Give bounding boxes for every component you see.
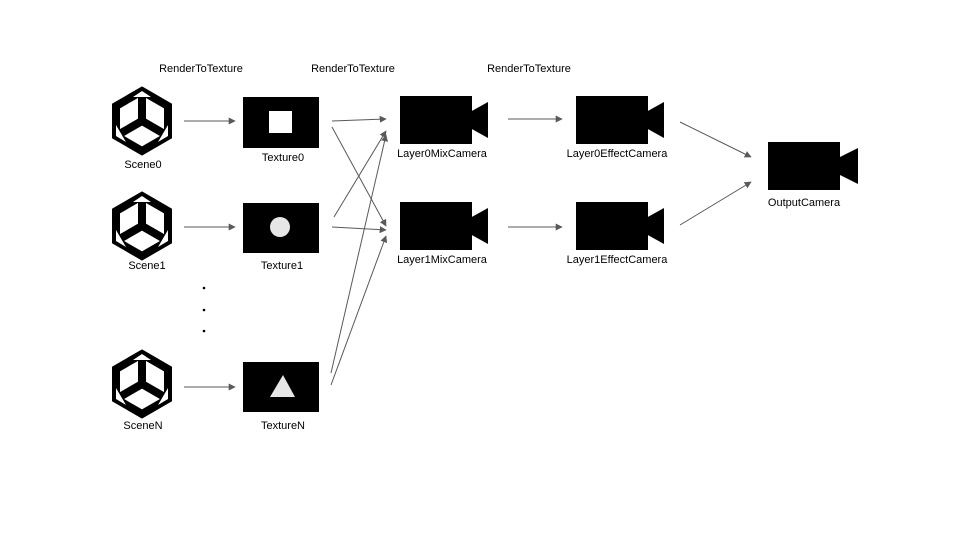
layer1mix-camera-label: Layer1MixCamera: [397, 254, 488, 266]
texturen-node: TextureN: [243, 362, 319, 432]
scene0-label: Scene0: [124, 159, 161, 171]
triangle-icon: [270, 375, 295, 397]
layer0effect-camera-node: Layer0EffectCamera: [567, 96, 669, 160]
output-camera-node: OutputCamera: [768, 142, 858, 209]
edges: [184, 115, 752, 391]
video-camera-icon: [576, 96, 664, 144]
layer0mix-camera-node: Layer0MixCamera: [397, 96, 488, 160]
scene1-node: Scene1: [116, 196, 168, 272]
arrow-texture0-to-layer0mix: [331, 115, 387, 123]
texture0-node: Texture0: [243, 97, 319, 164]
unity-logo-icon: [116, 196, 168, 256]
unity-logo-icon: [116, 91, 168, 151]
video-camera-icon: [400, 202, 488, 250]
video-camera-icon: [400, 96, 488, 144]
arrow-texture1-to-layer1mix: [331, 226, 387, 234]
output-camera-label: OutputCamera: [768, 197, 841, 209]
arrow-layer1effect-to-output: [679, 181, 752, 226]
arrow-texturen-to-layer1mix: [330, 235, 388, 386]
circle-icon: [270, 217, 290, 237]
arrow-layer0effect-to-output: [679, 121, 752, 158]
scene1-label: Scene1: [128, 260, 165, 272]
arrow-texturen-to-layer0mix: [330, 134, 388, 374]
layer1mix-camera-node: Layer1MixCamera: [397, 202, 488, 266]
layer1effect-camera-node: Layer1EffectCamera: [567, 202, 669, 266]
unity-logo-icon: [116, 354, 168, 414]
layer0effect-camera-label: Layer0EffectCamera: [567, 148, 669, 160]
square-icon: [269, 111, 292, 133]
texture1-node: Texture1: [243, 203, 319, 272]
texture1-label: Texture1: [261, 260, 303, 272]
dots-continuation: [202, 286, 206, 333]
texturen-label: TextureN: [261, 420, 305, 432]
video-camera-icon: [768, 142, 858, 190]
scene0-node: Scene0: [116, 91, 168, 171]
header-scene-to-texture: RenderToTexture: [159, 63, 243, 75]
video-camera-icon: [576, 202, 664, 250]
header-texture-to-mix: RenderToTexture: [311, 63, 395, 75]
layer0mix-camera-label: Layer0MixCamera: [397, 148, 488, 160]
texture0-label: Texture0: [262, 152, 304, 164]
arrow-texture1-to-layer0mix: [333, 130, 387, 218]
layer1effect-camera-label: Layer1EffectCamera: [567, 254, 669, 266]
scenen-node: SceneN: [116, 354, 168, 432]
scenen-label: SceneN: [123, 420, 162, 432]
header-mix-to-effect: RenderToTexture: [487, 63, 571, 75]
